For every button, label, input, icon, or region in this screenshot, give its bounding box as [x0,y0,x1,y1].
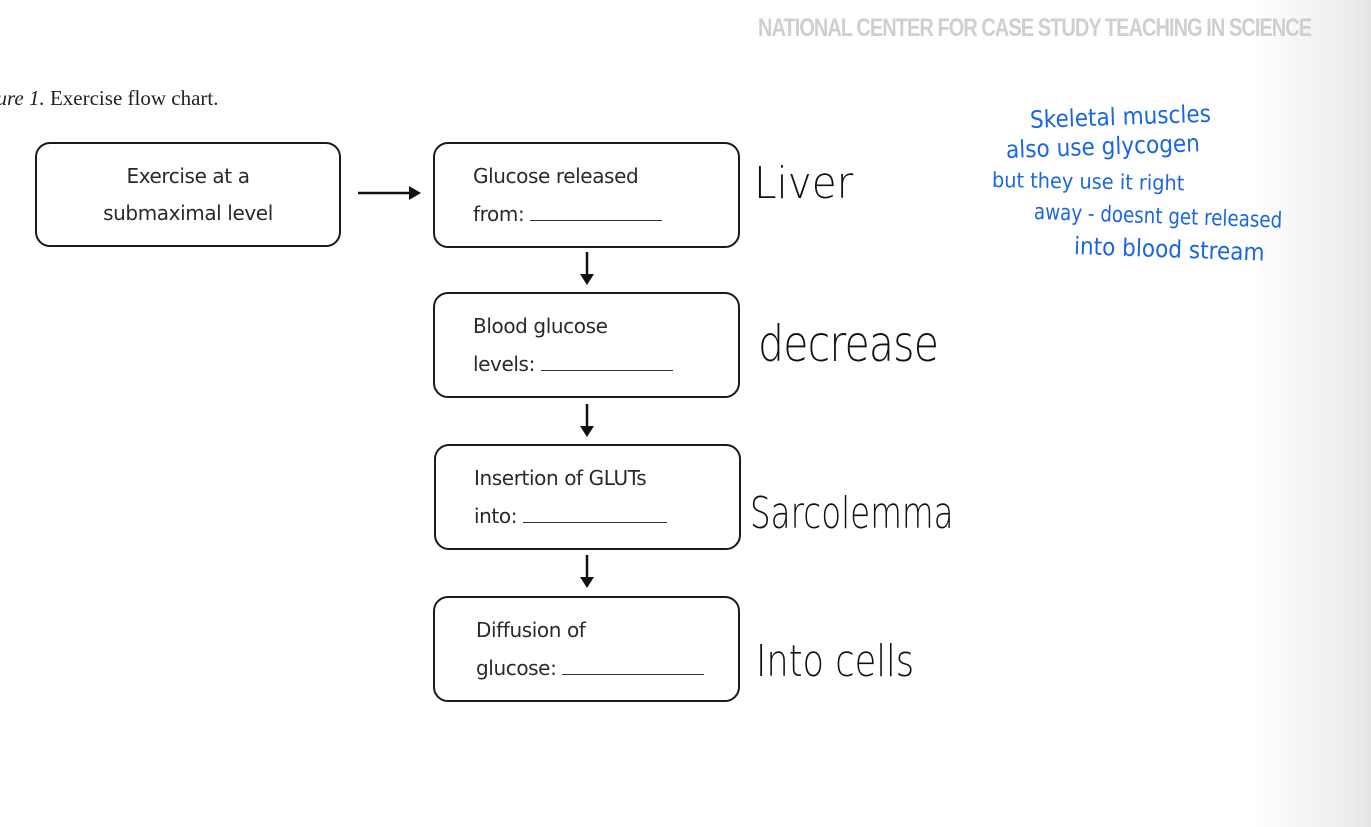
arrow-down-3 [580,555,594,588]
header-title: NATIONAL CENTER FOR CASE STUDY TEACHING … [758,14,1312,42]
flow-box-start: Exercise at a submaximal level [35,142,341,247]
flow-box-glut-insertion-prompt: into: [474,504,524,528]
figure-caption: gure 1. Exercise flow chart. [0,86,218,111]
flow-box-start-line2: submaximal level [103,201,273,225]
handwritten-note-line2: also use glycogen [1005,129,1201,164]
flow-box-glut-insertion-line1: Insertion of GLUTs [474,466,647,490]
handwritten-note-line3: but they use it right [991,168,1185,196]
flow-box-blood-glucose-line1: Blood glucose [473,314,608,338]
handwritten-note-line5: into blood stream [1073,232,1266,267]
flow-box-blood-glucose-prompt: levels: [473,352,541,376]
answer-blank [540,354,673,371]
arrow-right [358,186,421,200]
figure-caption-text: Exercise flow chart. [44,86,219,110]
handwritten-answer-sarcolemma: Sarcolemma [750,488,954,539]
flow-box-glucose-diffusion: Diffusion of glucose: [433,596,740,702]
page-edge-shadow [1251,0,1371,827]
flow-box-glut-insertion-line2: into: [474,504,668,528]
arrow-down-1 [580,252,594,285]
flow-box-blood-glucose: Blood glucose levels: [433,292,740,398]
answer-blank [523,506,668,523]
flow-box-glucose-diffusion-line1: Diffusion of [476,618,586,642]
answer-blank [562,658,705,675]
flow-box-glucose-source: Glucose released from: [433,142,740,248]
flow-box-start-line1: Exercise at a [126,164,250,188]
figure-label: gure 1. [0,86,45,110]
handwritten-answer-decrease: decrease [758,315,939,373]
flow-box-glucose-source-line1: Glucose released [473,164,639,188]
arrow-down-2 [580,404,594,437]
flow-box-glucose-diffusion-line2: glucose: [476,656,705,680]
flow-box-glucose-source-prompt: from: [473,202,531,226]
flow-box-blood-glucose-line2: levels: [473,352,673,376]
handwritten-note-line1: Skeletal muscles [1029,99,1212,134]
flow-box-glut-insertion: Insertion of GLUTs into: [434,444,741,550]
handwritten-answer-liver: Liver [754,158,854,209]
flow-box-glucose-diffusion-prompt: glucose: [476,656,563,680]
answer-blank [530,204,663,221]
handwritten-answer-into-cells: Into cells [756,636,915,687]
flow-box-glucose-source-line2: from: [473,202,663,226]
